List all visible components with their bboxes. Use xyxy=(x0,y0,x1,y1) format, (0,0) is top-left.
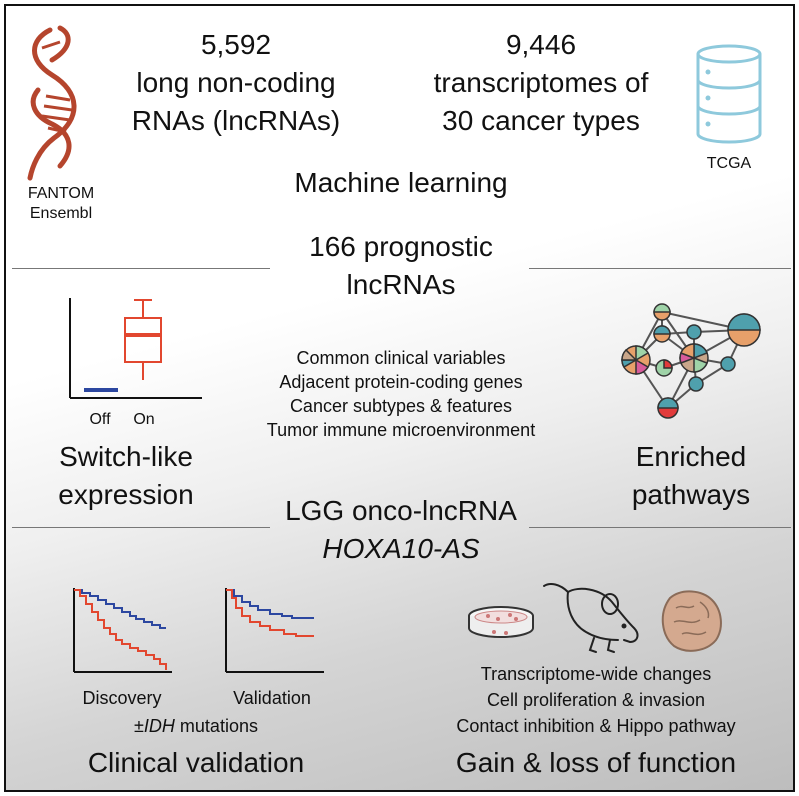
variable-item: Tumor immune microenvironment xyxy=(266,420,536,440)
transcriptome-line2: transcriptomes of xyxy=(433,67,649,98)
lncrna-line2: long non-coding xyxy=(136,67,336,98)
enriched-title-line1: Enriched xyxy=(635,441,747,472)
enriched-title-line2: pathways xyxy=(631,479,751,510)
pathway-network-icon xyxy=(621,303,761,419)
validation-label: Validation xyxy=(233,688,311,708)
lncrna-line3: RNAs (lncRNAs) xyxy=(131,105,341,136)
tcga-label: TCGA xyxy=(706,155,752,172)
switch-title-line2: expression xyxy=(58,479,194,510)
survival-curve-validation-icon xyxy=(225,588,324,673)
prognostic-line1: 166 prognostic xyxy=(309,231,493,262)
off-label: Off xyxy=(89,411,111,428)
database-icon xyxy=(696,44,762,144)
tumor-icon xyxy=(661,590,722,652)
function-item: Contact inhibition & Hippo pathway xyxy=(456,716,736,736)
gain-loss-title: Gain & loss of function xyxy=(455,747,737,778)
transcriptome-line3: 30 cancer types xyxy=(442,105,640,136)
graphical-abstract: FANTOM Ensembl 5,592 long non-coding RNA… xyxy=(4,4,795,792)
fantom-label: FANTOM xyxy=(27,185,95,202)
petri-dish-icon xyxy=(468,606,534,638)
machine-learning-label: Machine learning xyxy=(294,167,508,198)
divider-top-left xyxy=(12,268,270,269)
switch-title-line1: Switch-like xyxy=(59,441,193,472)
mouse-icon xyxy=(543,583,639,653)
dna-helix-icon xyxy=(27,25,77,181)
function-item: Cell proliferation & invasion xyxy=(486,690,706,710)
ensembl-label: Ensembl xyxy=(29,205,93,222)
transcriptome-count: 9,446 xyxy=(505,29,577,60)
on-label: On xyxy=(133,411,155,428)
variable-item: Common clinical variables xyxy=(296,348,506,368)
function-item: Transcriptome-wide changes xyxy=(480,664,712,684)
onco-lncrna-line2: HOXA10-AS xyxy=(322,533,480,564)
clinical-validation-title: Clinical validation xyxy=(87,747,305,778)
divider-bottom-left xyxy=(12,527,270,528)
onco-lncrna-line1: LGG onco-lncRNA xyxy=(285,495,517,526)
divider-top-right xyxy=(529,268,791,269)
boxplot-icon xyxy=(69,298,202,399)
lncrna-count: 5,592 xyxy=(200,29,272,60)
prognostic-line2: lncRNAs xyxy=(346,269,456,300)
idh-mutations-label: ±IDH mutations xyxy=(134,716,258,736)
variable-item: Adjacent protein-coding genes xyxy=(279,372,523,392)
variable-item: Cancer subtypes & features xyxy=(289,396,513,416)
divider-bottom-right xyxy=(529,527,791,528)
survival-curve-discovery-icon xyxy=(73,588,172,673)
discovery-label: Discovery xyxy=(82,688,162,708)
